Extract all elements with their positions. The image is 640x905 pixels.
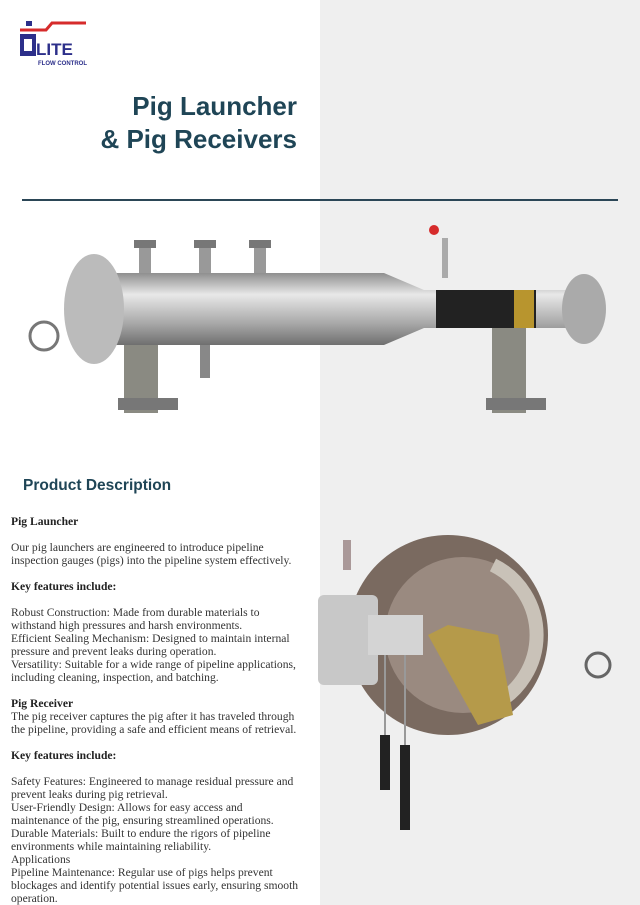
title-line-2: & Pig Receivers bbox=[100, 124, 297, 154]
feature-line: Efficient Sealing Mechanism: Designed to… bbox=[11, 632, 290, 645]
feature-line: Applications bbox=[11, 853, 71, 866]
page-side-panel bbox=[320, 0, 640, 905]
feature-line: blockages and identify potential issues … bbox=[11, 879, 299, 892]
key-features-heading: Key features include: bbox=[11, 580, 117, 593]
pig-receiver-closure-image bbox=[318, 535, 612, 830]
feature-line: including cleaning, inspection, and batc… bbox=[11, 671, 219, 684]
text-line: The pig receiver captures the pig after … bbox=[11, 710, 295, 723]
title-line-1: Pig Launcher bbox=[132, 91, 297, 121]
feature-line: Safety Features: Engineered to manage re… bbox=[11, 775, 294, 788]
product-description-heading: Product Description bbox=[23, 477, 172, 494]
text-line: the pipeline, providing a safe and effic… bbox=[11, 723, 297, 736]
pig-launcher-heading: Pig Launcher bbox=[11, 515, 79, 528]
feature-line: operation. bbox=[11, 892, 58, 905]
text-line: inspection gauges (pigs) into the pipeli… bbox=[11, 554, 292, 567]
divider bbox=[22, 199, 618, 201]
text-line: Our pig launchers are engineered to intr… bbox=[11, 541, 264, 554]
feature-line: User-Friendly Design: Allows for easy ac… bbox=[11, 801, 243, 814]
feature-line: withstand high pressures and harsh envir… bbox=[11, 619, 243, 632]
svg-text:FLOW CONTROL: FLOW CONTROL bbox=[38, 61, 87, 67]
feature-line: Versatility: Suitable for a wide range o… bbox=[11, 658, 296, 671]
feature-line: prevent leaks during pig retrieval. bbox=[11, 788, 168, 801]
feature-line: pressure and prevent leaks during operat… bbox=[11, 645, 217, 658]
page-title: Pig Launcher & Pig Receivers bbox=[100, 90, 297, 156]
svg-text:LITE: LITE bbox=[36, 40, 73, 59]
feature-line: environments while maintaining reliabili… bbox=[11, 840, 212, 853]
key-features-heading: Key features include: bbox=[11, 749, 117, 762]
product-description-body: Pig Launcher Our pig launchers are engin… bbox=[11, 515, 311, 905]
feature-line: Durable Materials: Built to endure the r… bbox=[11, 827, 271, 840]
feature-line: maintenance of the pig, ensuring streaml… bbox=[11, 814, 274, 827]
pig-receiver-heading: Pig Receiver bbox=[11, 697, 74, 710]
feature-line: Robust Construction: Made from durable m… bbox=[11, 606, 260, 619]
elite-flow-control-logo: LITE FLOW CONTROL bbox=[20, 21, 87, 67]
feature-line: Pipeline Maintenance: Regular use of pig… bbox=[11, 866, 273, 879]
pig-launcher-image bbox=[28, 225, 606, 413]
